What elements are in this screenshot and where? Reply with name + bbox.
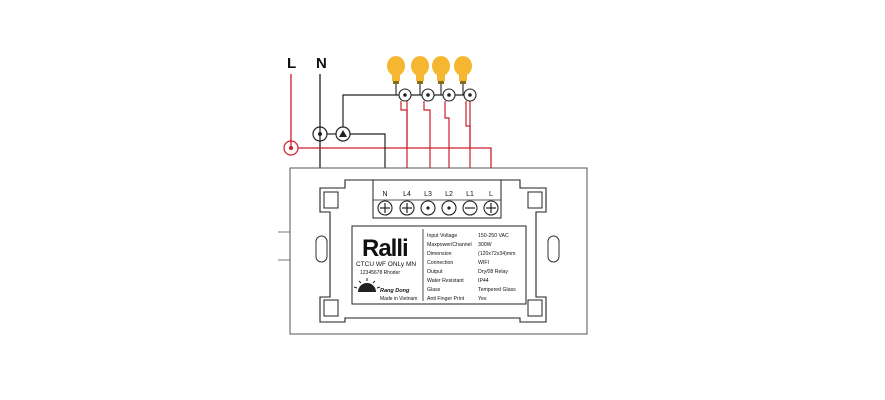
spec-value: Tempered Glass <box>478 287 516 293</box>
spec-table: Input Voltage 150-250 VAC Maxpower/Chann… <box>427 233 516 302</box>
terminal-block <box>372 179 502 219</box>
terminal-label-n: N <box>382 191 387 198</box>
bulb-socket-nodes <box>398 88 477 102</box>
spec-key: Glass <box>427 287 441 293</box>
spec-key: Connection <box>427 260 453 266</box>
light-bulb-icon <box>432 56 450 84</box>
brand-model: CTCU WF ONLy MN <box>356 261 416 268</box>
terminal-label-l2: L2 <box>445 191 453 198</box>
spec-value: 300W <box>478 242 492 248</box>
mount-slot-left <box>315 235 328 263</box>
line-label: L <box>287 55 296 72</box>
spec-label <box>351 225 527 305</box>
sun-logo-icon <box>353 278 381 292</box>
light-bulb-icon <box>454 56 472 84</box>
spec-key: Maxpower/Channel <box>427 242 472 248</box>
terminal-screws <box>377 200 499 216</box>
maker-logo-text: Rang Dong <box>380 288 410 294</box>
terminal-label-l4: L4 <box>403 191 411 198</box>
terminal-label-l3: L3 <box>424 191 432 198</box>
spec-value: 150-250 VAC <box>478 233 509 239</box>
terminal-labels: N L4 L3 L2 L1 L <box>382 191 493 198</box>
neutral-bulb-bus <box>342 94 394 127</box>
neutral-label: N <box>316 55 327 72</box>
neutral-to-terminal <box>350 133 386 182</box>
spec-key: Output <box>427 269 443 275</box>
spec-key: Anti Finger Print <box>427 296 465 302</box>
terminal-label-l: L <box>489 191 493 198</box>
mount-slot-right <box>547 235 560 263</box>
load-wires <box>400 101 471 182</box>
light-bulb-icon <box>387 56 405 84</box>
spec-key: Water Resistant <box>427 278 464 284</box>
spec-value: IP44 <box>478 278 489 284</box>
spec-key: Input Voltage <box>427 233 457 239</box>
light-bulb-icon <box>411 56 429 84</box>
spec-value: WIFI <box>478 260 489 266</box>
brand-name: Ralli <box>362 235 408 262</box>
spec-value: Yes <box>478 296 487 302</box>
spec-value: Dry/08 Relay <box>478 269 508 275</box>
made-in-text: Made in Vietnam <box>380 296 417 302</box>
spec-value: (120x72x34)mm <box>478 251 515 257</box>
terminal-label-l1: L1 <box>466 191 474 198</box>
brand-sub-model: 12345678 Rhoder <box>360 270 400 276</box>
spec-key: Dimension <box>427 251 452 257</box>
bulb-leads <box>395 84 464 95</box>
